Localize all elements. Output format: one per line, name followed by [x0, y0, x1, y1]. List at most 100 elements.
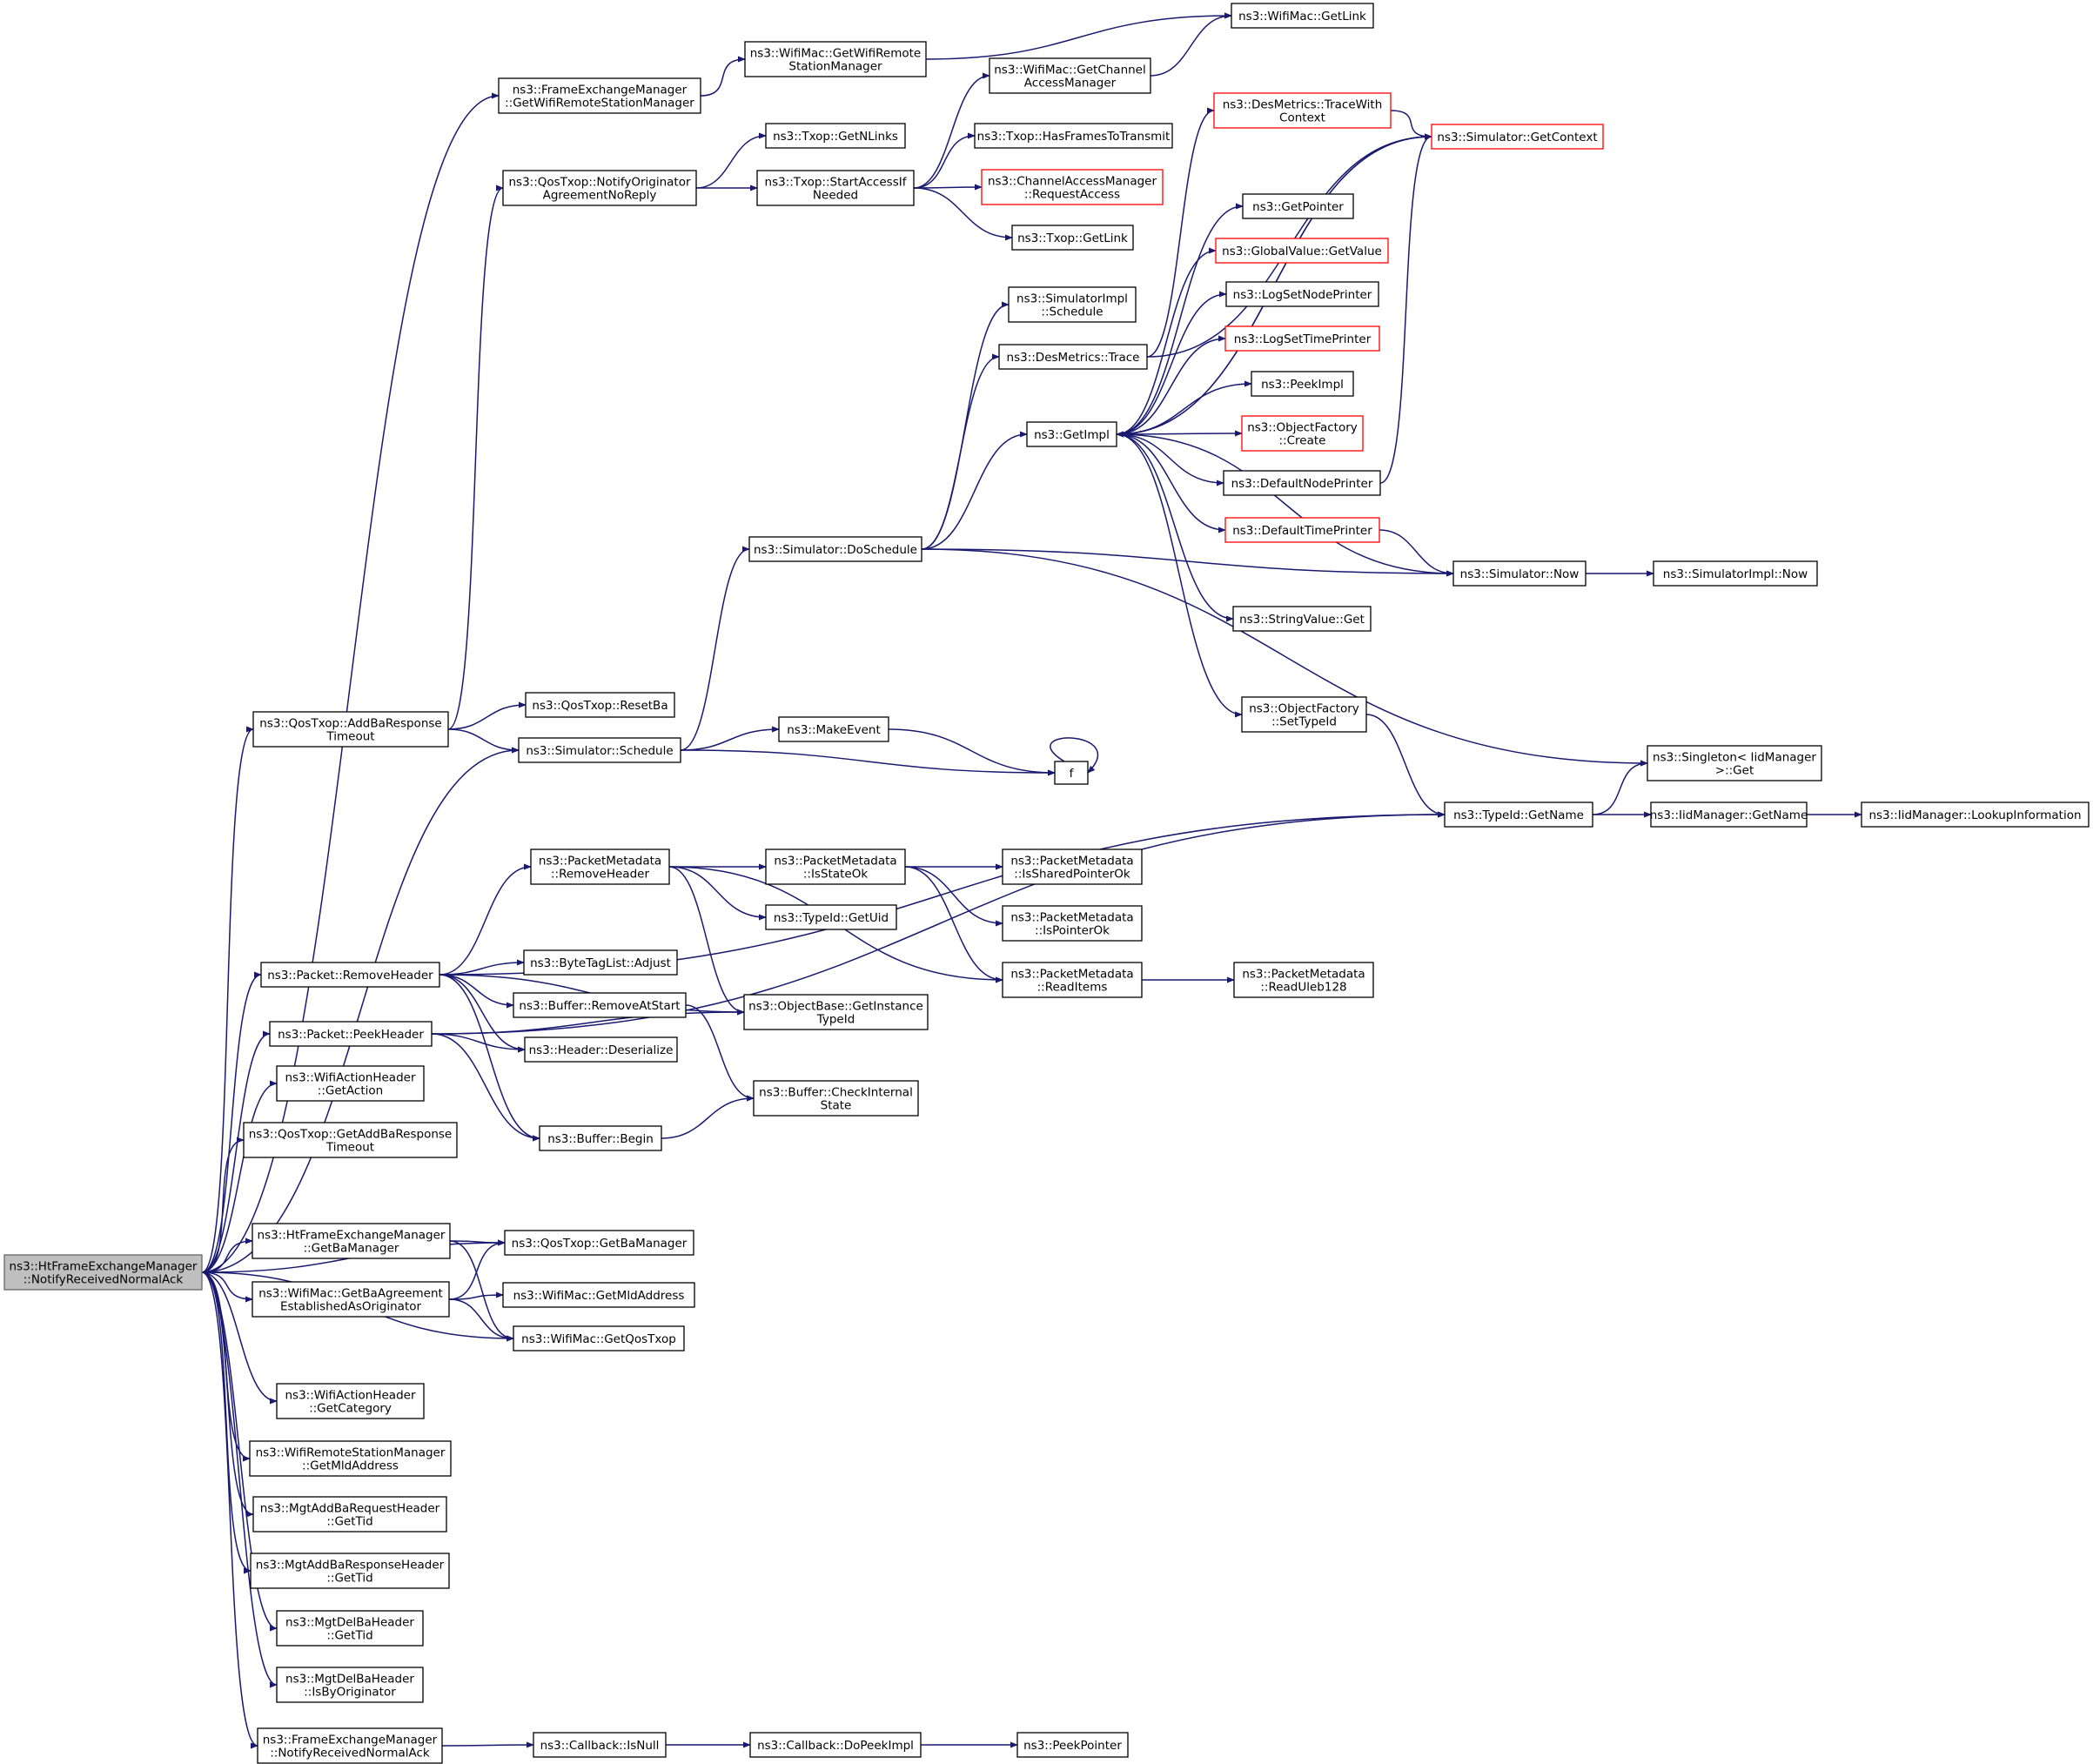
node-dm_trace[interactable]: ns3::DesMetrics::Trace: [998, 344, 1148, 370]
node-lstp[interactable]: ns3::LogSetTimePrinter: [1224, 325, 1380, 352]
node-mdb_ibo[interactable]: ns3::MgtDelBaHeader::IsByOriginator: [276, 1667, 424, 1703]
edge-root-to-qt_gabrt: [201, 1137, 245, 1273]
node-sim_now[interactable]: ns3::Simulator::Now: [1452, 560, 1587, 587]
node-box: [1002, 905, 1143, 942]
node-box: [3, 1254, 203, 1291]
node-label: Context: [1279, 111, 1325, 125]
node-wm_getlink[interactable]: ns3::WifiMac::GetLink: [1231, 3, 1374, 29]
node-makeevent[interactable]: ns3::MakeEvent: [778, 716, 889, 742]
node-cb_isnull[interactable]: ns3::Callback::IsNull: [533, 1732, 667, 1758]
node-pm_ispo[interactable]: ns3::PacketMetadata::IsSharedPointerOk: [1002, 848, 1143, 885]
node-peekimpl[interactable]: ns3::PeekImpl: [1251, 371, 1354, 397]
node-wm_gqt[interactable]: ns3::WifiMac::GetQosTxop: [513, 1325, 685, 1352]
node-label: ns3::WifiMac::GetMldAddress: [513, 1289, 685, 1303]
node-label: ns3::IidManager::GetName: [1650, 808, 1808, 822]
node-pm_iso[interactable]: ns3::PacketMetadata::IsStateOk: [765, 848, 906, 885]
node-pm_ri[interactable]: ns3::PacketMetadata::ReadItems: [1002, 962, 1143, 998]
node-box: [1213, 92, 1392, 129]
node-box: [504, 1230, 694, 1256]
node-lsnp[interactable]: ns3::LogSetNodePrinter: [1225, 281, 1379, 307]
node-of_create[interactable]: ns3::ObjectFactory::Create: [1241, 415, 1364, 452]
node-box: [276, 1065, 425, 1102]
node-label: ::GetTid: [326, 1572, 372, 1586]
node-pkt_ph[interactable]: ns3::Packet::PeekHeader: [269, 1021, 433, 1047]
node-box: [276, 1610, 424, 1647]
edge-getimpl-to-lsnp: [1116, 291, 1227, 435]
node-label: ::IsStateOk: [803, 868, 868, 882]
node-qt_resetba[interactable]: ns3::QosTxop::ResetBa: [525, 692, 675, 718]
node-wah_getaction[interactable]: ns3::WifiActionHeader::GetAction: [276, 1065, 425, 1102]
node-sim_sched[interactable]: ns3::Simulator::Schedule: [518, 737, 681, 763]
node-qt_gbm[interactable]: ns3::QosTxop::GetBaManager: [504, 1230, 694, 1256]
node-singleton_get[interactable]: ns3::Singleton< IidManager>::Get: [1647, 745, 1822, 781]
node-txop_gnl[interactable]: ns3::Txop::GetNLinks: [765, 123, 906, 149]
node-txop_getlink[interactable]: ns3::Txop::GetLink: [1011, 225, 1134, 251]
node-box: [276, 1667, 424, 1703]
node-gv_getvalue[interactable]: ns3::GlobalValue::GetValue: [1215, 238, 1389, 264]
node-sim_dosched[interactable]: ns3::Simulator::DoSchedule: [748, 536, 922, 562]
node-getpointer[interactable]: ns3::GetPointer: [1242, 193, 1354, 219]
node-box: [1861, 802, 2090, 828]
node-qt_noanr[interactable]: ns3::QosTxop::NotifyOriginatorAgreementN…: [502, 170, 697, 206]
node-mabresp_gtid[interactable]: ns3::MgtAddBaResponseHeader::GetTid: [250, 1553, 450, 1589]
node-box: [1016, 1732, 1129, 1758]
node-wm_gmld[interactable]: ns3::WifiMac::GetMldAddress: [502, 1282, 695, 1308]
node-f[interactable]: f: [1054, 761, 1089, 785]
node-btl_adjust[interactable]: ns3::ByteTagList::Adjust: [523, 949, 678, 976]
edge-getimpl-to-dnp: [1116, 433, 1224, 486]
node-tid_getname[interactable]: ns3::TypeId::GetName: [1444, 802, 1593, 828]
node-fem_nrna[interactable]: ns3::FrameExchangeManager::NotifyReceive…: [257, 1727, 443, 1764]
edge-getimpl-to-of_settid: [1116, 433, 1243, 718]
node-iid_getname[interactable]: ns3::IidManager::GetName: [1650, 802, 1808, 828]
node-sv_get[interactable]: ns3::StringValue::Get: [1232, 606, 1372, 632]
node-simimpl_sched[interactable]: ns3::SimulatorImpl::Schedule: [1008, 286, 1137, 323]
node-root[interactable]: ns3::HtFrameExchangeManager::NotifyRecei…: [3, 1254, 203, 1291]
node-pm_ru[interactable]: ns3::PacketMetadata::ReadUleb128: [1233, 962, 1374, 998]
node-wm_gbaeo[interactable]: ns3::WifiMac::GetBaAgreementEstablishedA…: [252, 1281, 450, 1318]
node-simimpl_now[interactable]: ns3::SimulatorImpl::Now: [1653, 560, 1818, 587]
node-wrsm_gmld[interactable]: ns3::WifiRemoteStationManager::GetMldAdd…: [249, 1440, 452, 1477]
node-label: ns3::QosTxop::NotifyOriginator: [508, 176, 690, 190]
node-label: ns3::IidManager::LookupInformation: [1868, 808, 2081, 822]
node-cb_dpi[interactable]: ns3::Callback::DoPeekImpl: [749, 1732, 922, 1758]
node-wm_gwrsm[interactable]: ns3::WifiMac::GetWifiRemoteStationManage…: [744, 41, 927, 77]
node-box: [1241, 696, 1367, 733]
node-box: [1241, 415, 1364, 452]
node-buf_ras[interactable]: ns3::Buffer::RemoveAtStart: [513, 992, 687, 1018]
node-dtp[interactable]: ns3::DefaultTimePrinter: [1224, 517, 1380, 543]
node-peekpointer[interactable]: ns3::PeekPointer: [1016, 1732, 1129, 1758]
node-dnp[interactable]: ns3::DefaultNodePrinter: [1223, 470, 1381, 496]
node-buf_begin[interactable]: ns3::Buffer::Begin: [539, 1125, 662, 1151]
node-box: [748, 536, 922, 562]
node-getimpl[interactable]: ns3::GetImpl: [1026, 421, 1117, 447]
node-of_settid[interactable]: ns3::ObjectFactory::SetTypeId: [1241, 696, 1367, 733]
node-wah_gcat[interactable]: ns3::WifiActionHeader::GetCategory: [276, 1383, 425, 1419]
node-pm_rh[interactable]: ns3::PacketMetadata::RemoveHeader: [530, 848, 670, 885]
node-hdr_deser[interactable]: ns3::Header::Deserialize: [524, 1036, 678, 1063]
node-iid_lookup[interactable]: ns3::IidManager::LookupInformation: [1861, 802, 2090, 828]
node-sim_gc[interactable]: ns3::Simulator::GetContext: [1431, 124, 1604, 150]
node-box: [530, 848, 670, 885]
node-txop_hftt[interactable]: ns3::Txop::HasFramesToTransmit: [974, 123, 1173, 149]
node-box: [1653, 560, 1818, 587]
node-htfem_gbm[interactable]: ns3::HtFrameExchangeManager::GetBaManage…: [252, 1223, 451, 1259]
node-pm_ipo[interactable]: ns3::PacketMetadata::IsPointerOk: [1002, 905, 1143, 942]
node-tid_getuid[interactable]: ns3::TypeId::GetUid: [765, 904, 897, 930]
edge-sim_now-to-getimpl: [1116, 431, 1454, 574]
edge-pm_iso-to-pm_ri: [904, 866, 1003, 983]
node-mabreq_gtid[interactable]: ns3::MgtAddBaRequestHeader::GetTid: [252, 1496, 447, 1533]
node-fem_gwrsm[interactable]: ns3::FrameExchangeManager::GetWifiRemote…: [498, 77, 701, 114]
node-label: ns3::ObjectFactory: [1247, 421, 1358, 435]
node-mdb_gtid[interactable]: ns3::MgtDelBaHeader::GetTid: [276, 1610, 424, 1647]
node-pkt_rh[interactable]: ns3::Packet::RemoveHeader: [260, 962, 440, 988]
node-cam_ra[interactable]: ns3::ChannelAccessManager::RequestAccess: [981, 169, 1164, 205]
edge-sim_sched-to-makeevent: [680, 726, 780, 751]
node-box: [1011, 225, 1134, 251]
